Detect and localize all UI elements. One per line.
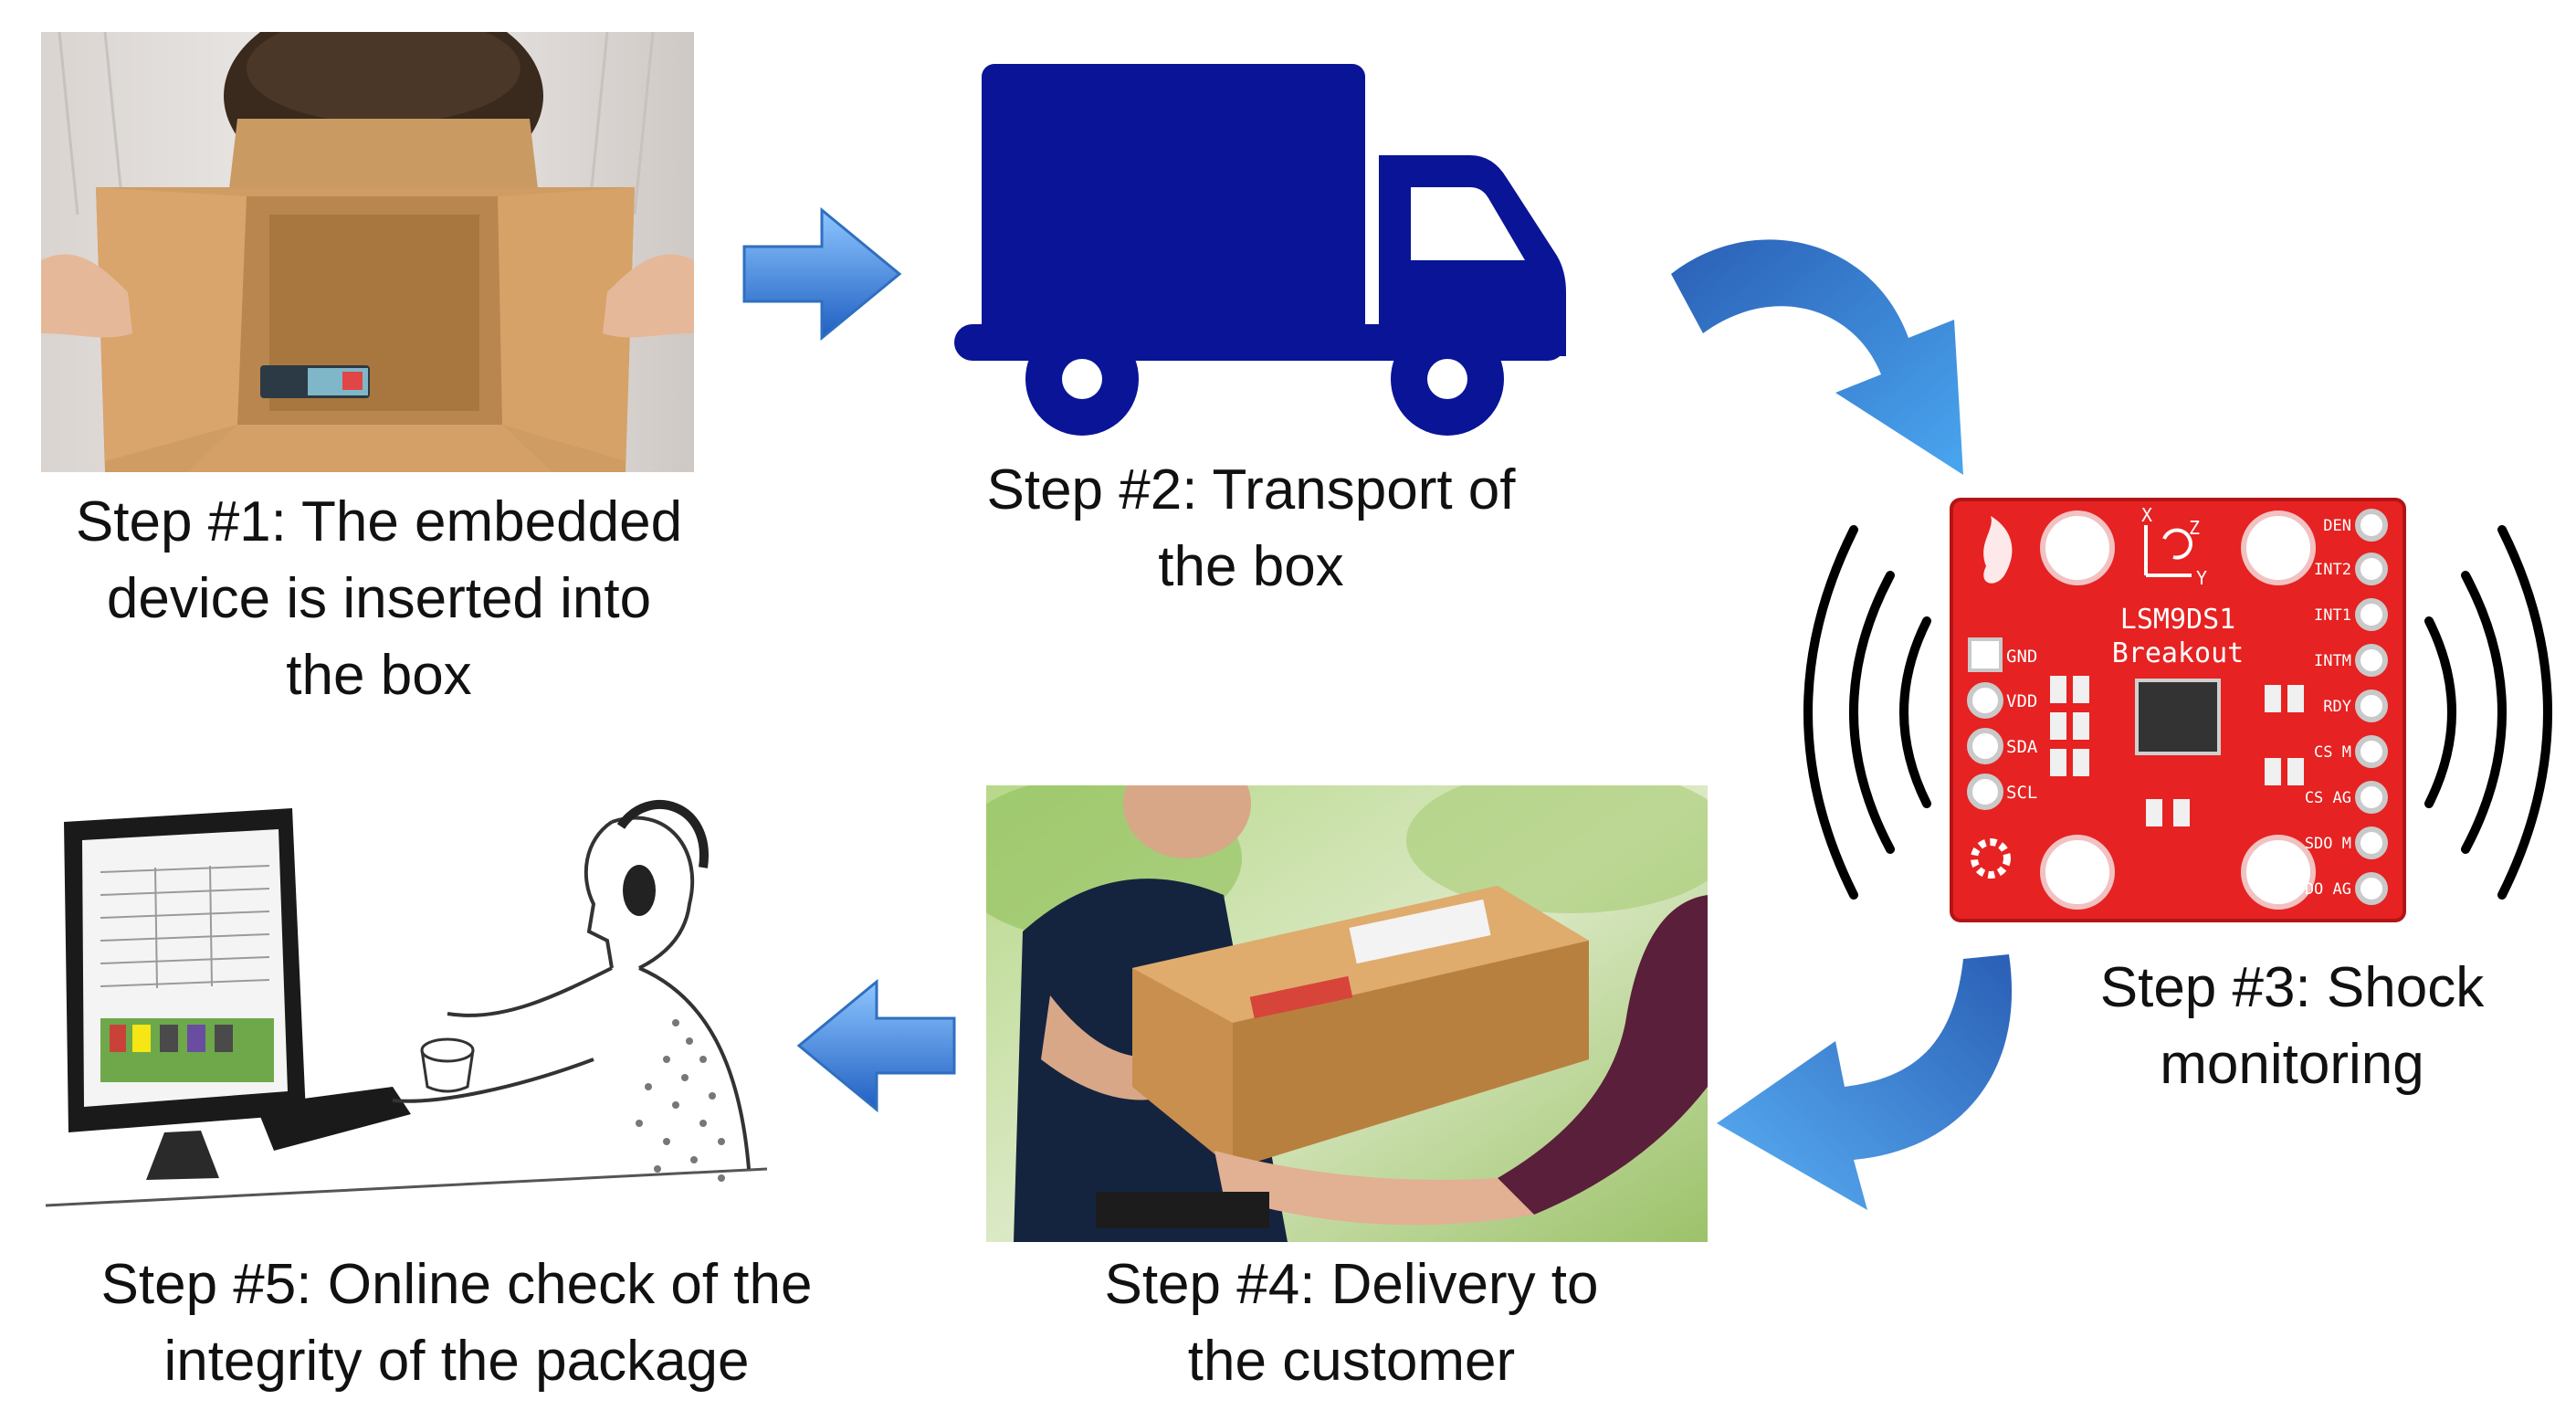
step2-caption: Step #2: Transport of the box [922, 452, 1580, 605]
board-axis-x: X [2141, 504, 2152, 526]
pin-label: INT2 [2314, 561, 2351, 579]
step1-caption: Step #1: The embedded device is inserted… [18, 484, 740, 714]
pin-label: SDA [2006, 737, 2038, 757]
caption-line: integrity of the package [163, 1330, 750, 1393]
caption-line: device is inserted into [106, 567, 652, 630]
caption-line: the box [286, 644, 472, 707]
step1-image [41, 32, 694, 472]
monitor-sketch [46, 785, 767, 1242]
step3-caption: Step #3: Shock monitoring [2036, 950, 2548, 1103]
pin-label: DEN [2323, 517, 2351, 535]
curved-arrow-icon [1662, 219, 1991, 484]
caption-line: Step #2: Transport of [986, 458, 1516, 521]
truck-icon [954, 59, 1575, 443]
sensor-board: LSM9DS1 Breakout X Z Y GND VDD SDA SCL D… [1950, 498, 2406, 922]
caption-line: the box [1158, 535, 1344, 598]
step5-caption: Step #5: Online check of the integrity o… [18, 1247, 895, 1400]
vibration-lines-left [1781, 511, 1945, 913]
pin-label: SDO AG [2296, 880, 2351, 899]
step4-image [986, 785, 1708, 1242]
pin-label: INT1 [2314, 606, 2351, 625]
board-axis-y: Y [2196, 567, 2207, 589]
pin-label: SCL [2006, 783, 2037, 803]
arrow-right-icon [740, 205, 904, 342]
pin-label: CS M [2314, 743, 2351, 762]
caption-line: monitoring [2160, 1033, 2424, 1096]
pin-label: SDO M [2305, 835, 2351, 853]
pin-label: GND [2006, 647, 2037, 667]
board-axis-z: Z [2189, 517, 2200, 539]
board-title-line2: Breakout [2112, 637, 2245, 669]
caption-line: Step #1: The embedded [75, 490, 683, 553]
pin-label: VDD [2006, 691, 2037, 711]
caption-line: Step #4: Delivery to [1104, 1253, 1599, 1316]
caption-line: Step #3: Shock [2099, 956, 2485, 1019]
board-title-line1: LSM9DS1 [2120, 604, 2235, 636]
pin-label: INTM [2314, 652, 2351, 670]
caption-line: Step #5: Online check of the [100, 1253, 813, 1316]
vibration-lines-right [2411, 511, 2575, 913]
caption-line: the customer [1187, 1330, 1516, 1393]
curved-arrow-icon [1708, 941, 2018, 1215]
arrow-left-icon [794, 977, 959, 1114]
pin-label: CS AG [2305, 789, 2351, 807]
step4-caption: Step #4: Delivery to the customer [1014, 1247, 1689, 1400]
pin-label: RDY [2323, 698, 2351, 716]
